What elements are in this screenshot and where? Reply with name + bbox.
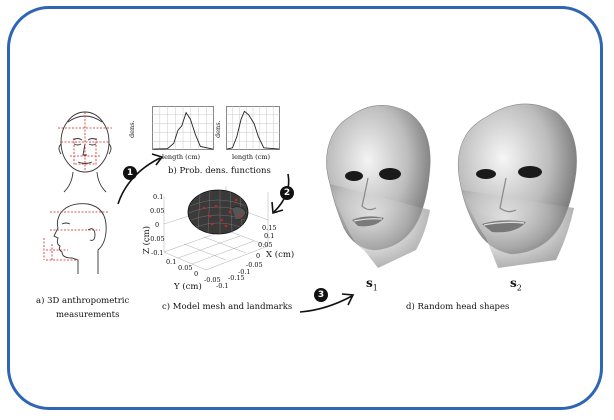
head-shape-s2 [457, 103, 577, 268]
mesh-plot [163, 186, 269, 271]
s2-symbol: s [510, 276, 517, 290]
step-1-badge: 1 [123, 166, 137, 180]
x-axis-label: X (cm) [266, 250, 295, 260]
z-tick-4: -0.1 [151, 249, 164, 257]
pdf-curve-1 [153, 111, 213, 150]
step-2-badge: 2 [280, 186, 294, 200]
pdf-ylabel-2: dens. [214, 120, 222, 138]
step-3-badge: 3 [314, 288, 328, 302]
x-tick-5: -0.1 [238, 268, 251, 276]
shape-label-s1: s1 [366, 276, 378, 292]
head-profile-drawing [43, 203, 108, 274]
x-tick-0: 0.15 [262, 224, 277, 232]
pdf-panel-2 [226, 106, 280, 150]
y-tick-0: 0.1 [166, 258, 177, 266]
pdf-panel-1 [152, 106, 214, 150]
x-tick-6: -0.15 [228, 274, 245, 282]
z-tick-1: 0.05 [150, 207, 165, 215]
pdf-ylabel-1: dens. [128, 120, 136, 138]
z-tick-3: -0.05 [148, 235, 165, 243]
y-tick-2: 0 [194, 270, 199, 278]
head-front-drawing [58, 111, 112, 193]
x-tick-2: 0.05 [258, 241, 273, 249]
x-tick-3: 0 [256, 252, 261, 260]
z-tick-2: 0 [155, 221, 160, 229]
caption-b: b) Prob. dens. functions [168, 166, 271, 176]
y-tick-4: -0.1 [216, 282, 229, 290]
z-tick-0: 0.1 [153, 193, 164, 201]
head-mesh [187, 189, 249, 235]
y-tick-1: 0.05 [178, 264, 193, 272]
arrow-step-3 [299, 293, 355, 313]
s1-symbol: s [366, 276, 373, 290]
caption-a-line2: measurements [56, 310, 120, 320]
pdf-xlabel-1: length (cm) [162, 153, 201, 161]
y-tick-3: -0.05 [204, 276, 221, 284]
caption-d: d) Random head shapes [406, 302, 510, 312]
pdf-curve-2 [226, 110, 279, 150]
x-tick-1: 0.1 [264, 232, 275, 240]
s2-subscript: 2 [516, 283, 522, 293]
landmark-points [202, 198, 242, 228]
caption-a-line1: a) 3D anthropometric [36, 296, 130, 306]
caption-c: c) Model mesh and landmarks [162, 302, 293, 312]
shape-label-s2: s2 [510, 276, 522, 292]
s1-subscript: 1 [372, 283, 378, 293]
x-tick-4: -0.05 [246, 261, 263, 269]
y-axis-label: Y (cm) [174, 282, 202, 292]
pdf-xlabel-2: length (cm) [232, 153, 271, 161]
head-shape-s1 [326, 104, 431, 268]
